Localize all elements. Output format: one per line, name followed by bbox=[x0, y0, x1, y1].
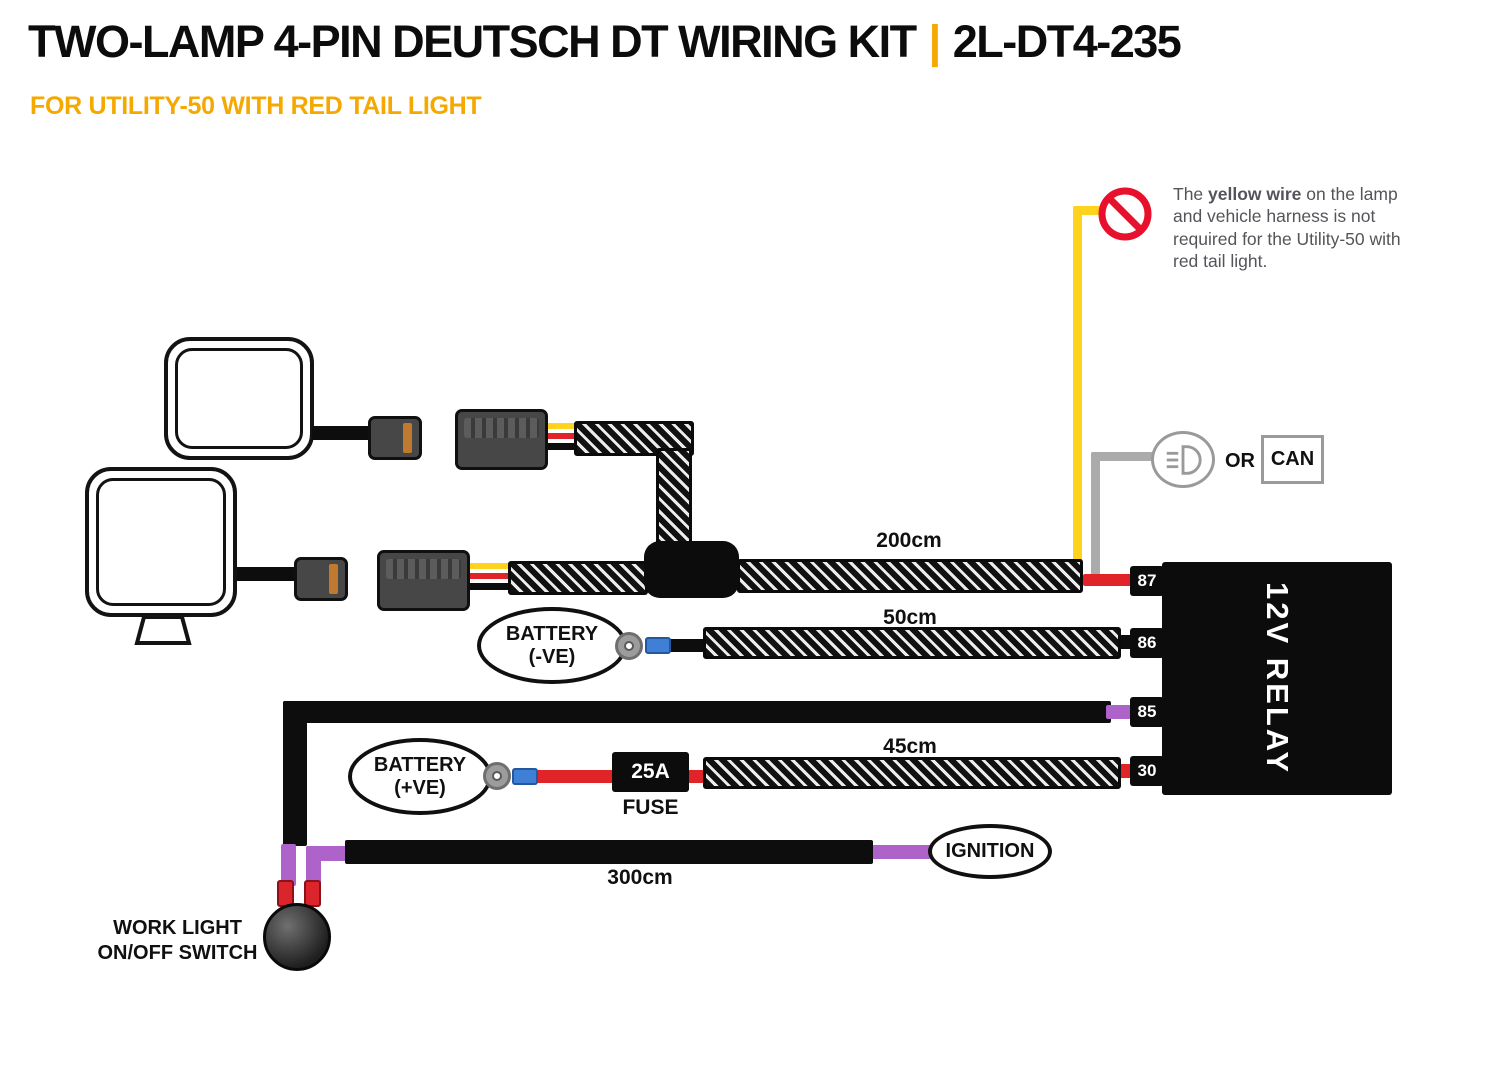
lead-yellow-rear bbox=[546, 423, 582, 429]
fuse-label: FUSE bbox=[622, 796, 679, 819]
battery-negative-ellipse: BATTERY (-VE) bbox=[477, 607, 627, 684]
lamp-bracket-icon bbox=[134, 615, 192, 645]
harness-elbow-vertical bbox=[656, 448, 692, 550]
crimp-connector-negative bbox=[645, 637, 671, 654]
lead-black-rear bbox=[546, 443, 582, 450]
switch-wire-horizontal bbox=[283, 701, 1111, 723]
lead-black-front bbox=[468, 583, 510, 590]
harness-ground bbox=[703, 627, 1121, 659]
purple-wire-pin85 bbox=[1106, 705, 1132, 719]
yellow-wire-vertical bbox=[1073, 206, 1082, 572]
work-light-switch-knob[interactable] bbox=[263, 903, 331, 971]
harness-supply bbox=[703, 757, 1121, 789]
switch-label: WORK LIGHT ON/OFF SWITCH bbox=[95, 916, 260, 966]
fuse-rating: 25A bbox=[631, 760, 670, 783]
page-title: TWO-LAMP 4-PIN DEUTSCH DT WIRING KIT | 2… bbox=[28, 16, 1182, 68]
red-wire-pin87 bbox=[1083, 574, 1135, 586]
switch-wire-vertical bbox=[283, 701, 307, 846]
dt-connector-small-front bbox=[294, 557, 348, 601]
lamp-pod-front bbox=[85, 467, 237, 617]
dt-connector-large-front bbox=[377, 550, 470, 611]
switch-label-line2: ON/OFF SWITCH bbox=[97, 942, 258, 964]
not-allowed-icon bbox=[1097, 186, 1153, 242]
connector-ridges-rear bbox=[464, 418, 539, 438]
note-text-start: The bbox=[1173, 184, 1209, 204]
can-box: CAN bbox=[1261, 435, 1324, 484]
headlight-icon bbox=[1166, 444, 1202, 475]
connector-seal-rear bbox=[403, 423, 412, 453]
relay-pin-85: 85 bbox=[1130, 697, 1164, 727]
purple-wire-ignition bbox=[871, 845, 931, 859]
yellow-wire-hook bbox=[1073, 206, 1103, 215]
lead-red-rear bbox=[546, 433, 582, 439]
connector-seal-front bbox=[329, 564, 338, 594]
length-label-supply: 45cm bbox=[883, 735, 937, 758]
note-text-bold: yellow wire bbox=[1208, 184, 1302, 204]
subtitle: FOR UTILITY-50 WITH RED TAIL LIGHT bbox=[30, 92, 482, 120]
lead-red-front bbox=[468, 573, 510, 579]
gray-wire-vertical bbox=[1091, 452, 1100, 576]
can-label: CAN bbox=[1270, 448, 1315, 470]
dt-connector-large-rear bbox=[455, 409, 548, 470]
ring-terminal-negative bbox=[615, 632, 643, 660]
headlight-ellipse bbox=[1151, 431, 1215, 488]
ring-terminal-positive-hole bbox=[492, 771, 502, 781]
gray-wire-horizontal bbox=[1091, 452, 1153, 461]
note-text-end: on the lamp and vehicle harness is not r… bbox=[1173, 184, 1401, 272]
dt-connector-small-rear bbox=[368, 416, 422, 460]
connector-ridges-front bbox=[386, 559, 461, 579]
fuse-box: 25A bbox=[612, 752, 689, 792]
supply-wire-red-1 bbox=[536, 770, 616, 783]
length-label-ignition: 300cm bbox=[607, 866, 673, 889]
or-label: OR bbox=[1225, 449, 1255, 472]
battery-negative-line2: (-VE) bbox=[528, 645, 576, 668]
title-divider: | bbox=[928, 16, 942, 67]
part-number: 2L-DT4-235 bbox=[952, 16, 1182, 67]
lamp-front-wire-stub bbox=[235, 567, 297, 581]
battery-positive-line1: BATTERY bbox=[373, 753, 467, 776]
battery-positive-ellipse: BATTERY (+VE) bbox=[348, 738, 492, 815]
lamp-rear-wire-stub bbox=[312, 426, 372, 440]
ring-terminal-positive bbox=[483, 762, 511, 790]
ignition-label: IGNITION bbox=[945, 840, 1035, 862]
relay-pin-86: 86 bbox=[1130, 628, 1164, 658]
yellow-wire-note: The yellow wire on the lamp and vehicle … bbox=[1173, 183, 1413, 273]
title-text: TWO-LAMP 4-PIN DEUTSCH DT WIRING KIT bbox=[28, 16, 917, 67]
supply-wire-red-2 bbox=[687, 770, 705, 783]
length-label-ground: 50cm bbox=[883, 606, 937, 629]
switch-label-line1: WORK LIGHT bbox=[113, 917, 242, 939]
relay-pin-87: 87 bbox=[1130, 566, 1164, 596]
battery-negative-line1: BATTERY bbox=[505, 622, 599, 645]
length-label-main: 200cm bbox=[876, 529, 942, 552]
ignition-wire-run bbox=[345, 840, 873, 864]
battery-positive-line2: (+VE) bbox=[394, 776, 446, 799]
ignition-ellipse: IGNITION bbox=[928, 824, 1052, 879]
lead-yellow-front bbox=[468, 563, 510, 569]
ground-wire-black bbox=[669, 639, 705, 652]
lamp-pod-front-lens bbox=[96, 478, 226, 606]
relay-pin-30: 30 bbox=[1130, 756, 1164, 786]
crimp-connector-positive bbox=[512, 768, 538, 785]
lamp-pod-rear-lens bbox=[175, 348, 303, 449]
purple-wire-switch-2-vertical bbox=[306, 846, 321, 886]
switch-terminal-2 bbox=[304, 880, 321, 907]
relay-label: 12V RELAY bbox=[1260, 582, 1295, 775]
lamp-pod-rear bbox=[164, 337, 314, 460]
harness-main bbox=[737, 559, 1083, 593]
relay-body: 12V RELAY bbox=[1162, 562, 1392, 795]
harness-junction bbox=[644, 541, 739, 598]
ring-terminal-negative-hole bbox=[624, 641, 634, 651]
purple-wire-switch-1 bbox=[281, 844, 296, 886]
harness-front-section bbox=[508, 561, 648, 595]
